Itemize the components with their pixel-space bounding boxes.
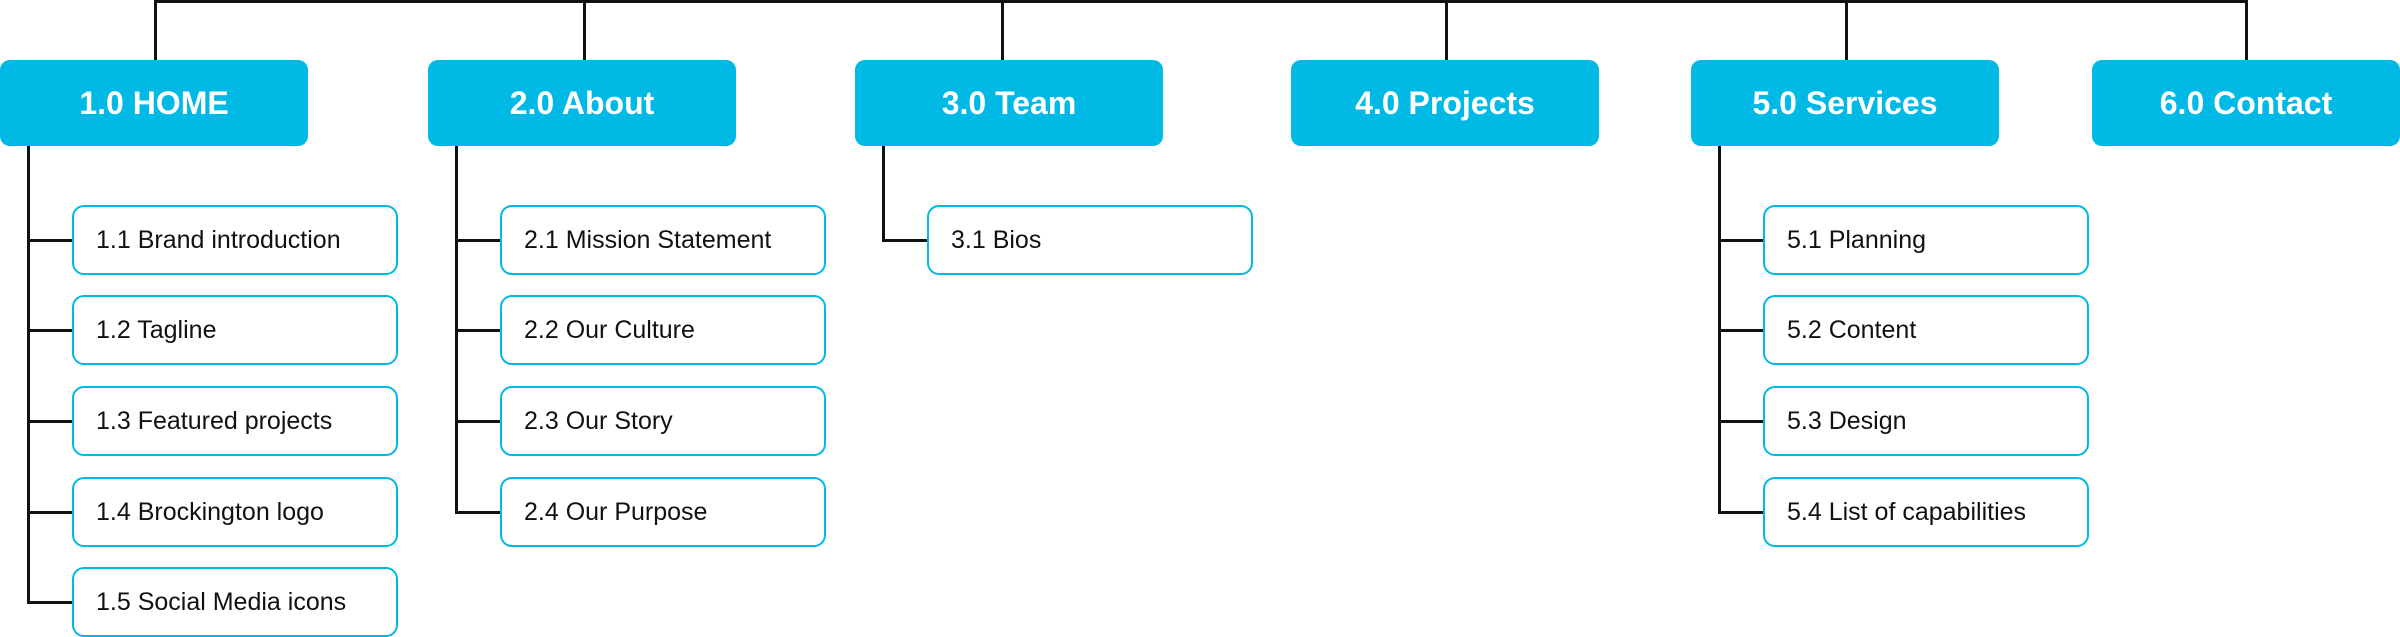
item-bios: 3.1 Bios: [927, 205, 1253, 275]
drop-connector-line: [1845, 0, 1848, 60]
trunk-connector-line: [455, 146, 458, 514]
top-connector-line: [154, 0, 2248, 3]
branch-connector-line: [455, 329, 500, 332]
branch-connector-line: [27, 420, 72, 423]
trunk-connector-line: [882, 146, 885, 242]
branch-connector-line: [455, 511, 500, 514]
branch-connector-line: [27, 329, 72, 332]
section-services: 5.0 Services: [1691, 60, 1999, 146]
item-content: 5.2 Content: [1763, 295, 2089, 365]
drop-connector-line: [1001, 0, 1004, 60]
item-design: 5.3 Design: [1763, 386, 2089, 456]
item-brockington-logo: 1.4 Brockington logo: [72, 477, 398, 547]
branch-connector-line: [455, 239, 500, 242]
item-planning: 5.1 Planning: [1763, 205, 2089, 275]
branch-connector-line: [1718, 511, 1763, 514]
section-projects: 4.0 Projects: [1291, 60, 1599, 146]
item-our-story: 2.3 Our Story: [500, 386, 826, 456]
drop-connector-line: [1445, 0, 1448, 60]
section-contact: 6.0 Contact: [2092, 60, 2400, 146]
branch-connector-line: [27, 511, 72, 514]
item-mission-statement: 2.1 Mission Statement: [500, 205, 826, 275]
trunk-connector-line: [1718, 146, 1721, 514]
branch-connector-line: [27, 601, 72, 604]
item-featured-projects: 1.3 Featured projects: [72, 386, 398, 456]
drop-connector-line: [583, 0, 586, 60]
trunk-connector-line: [27, 146, 30, 604]
section-team: 3.0 Team: [855, 60, 1163, 146]
section-about: 2.0 About: [428, 60, 736, 146]
branch-connector-line: [882, 239, 927, 242]
drop-connector-line: [154, 0, 157, 60]
item-list-of-capabilities: 5.4 List of capabilities: [1763, 477, 2089, 547]
item-social-media-icons: 1.5 Social Media icons: [72, 567, 398, 637]
branch-connector-line: [1718, 329, 1763, 332]
branch-connector-line: [455, 420, 500, 423]
item-our-purpose: 2.4 Our Purpose: [500, 477, 826, 547]
section-home: 1.0 HOME: [0, 60, 308, 146]
item-our-culture: 2.2 Our Culture: [500, 295, 826, 365]
branch-connector-line: [1718, 239, 1763, 242]
item-tagline: 1.2 Tagline: [72, 295, 398, 365]
branch-connector-line: [1718, 420, 1763, 423]
drop-connector-line: [2245, 0, 2248, 60]
branch-connector-line: [27, 239, 72, 242]
item-brand-introduction: 1.1 Brand introduction: [72, 205, 398, 275]
